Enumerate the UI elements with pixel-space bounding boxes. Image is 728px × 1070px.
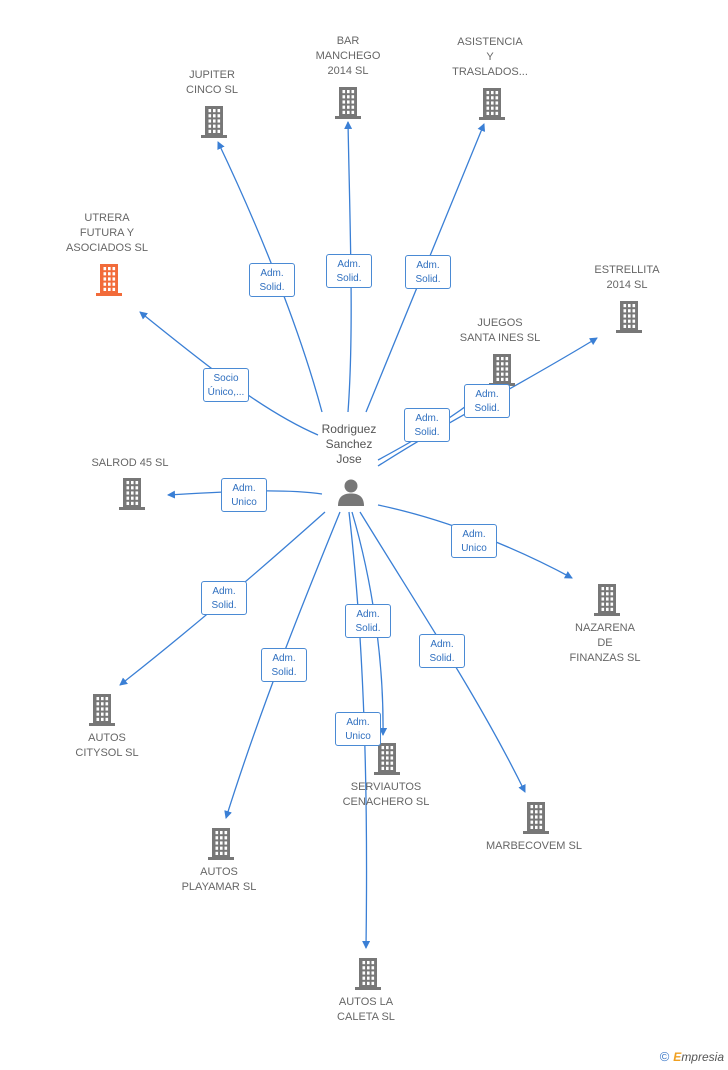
- building-icon[interactable]: [613, 299, 645, 338]
- relation-badge-salrod[interactable]: Adm. Unico: [221, 478, 267, 512]
- company-label[interactable]: AUTOS LA CALETA SL: [337, 996, 395, 1023]
- relation-badge-utrera[interactable]: Socio Único,...: [203, 368, 249, 402]
- building-icon[interactable]: [198, 104, 230, 143]
- relation-badge-serviautos[interactable]: Adm. Solid.: [345, 604, 391, 638]
- person-name[interactable]: Rodriguez Sanchez Jose: [321, 422, 377, 466]
- building-icon[interactable]: [486, 352, 518, 391]
- person-icon[interactable]: [336, 477, 366, 512]
- building-icon[interactable]: [205, 826, 237, 865]
- company-label[interactable]: AUTOS CITYSOL SL: [75, 732, 139, 759]
- company-label[interactable]: BAR MANCHEGO 2014 SL: [315, 35, 381, 77]
- relation-badge-bar[interactable]: Adm. Solid.: [326, 254, 372, 288]
- building-icon[interactable]: [371, 741, 403, 780]
- company-label[interactable]: ESTRELLITA 2014 SL: [594, 264, 660, 291]
- company-label[interactable]: AUTOS PLAYAMAR SL: [181, 866, 257, 893]
- brand-initial: E: [673, 1050, 682, 1064]
- building-icon[interactable]: [352, 956, 384, 995]
- company-label[interactable]: SALROD 45 SL: [91, 457, 169, 469]
- relation-badge-marbecovem[interactable]: Adm. Solid.: [419, 634, 465, 668]
- building-icon[interactable]: [116, 476, 148, 515]
- relation-badge-citysol[interactable]: Adm. Solid.: [201, 581, 247, 615]
- relation-badge-nazarena[interactable]: Adm. Unico: [451, 524, 497, 558]
- company-label[interactable]: MARBECOVEM SL: [486, 840, 582, 852]
- company-label[interactable]: UTRERA FUTURA Y ASOCIADOS SL: [66, 212, 148, 254]
- relation-badge-playamar[interactable]: Adm. Solid.: [261, 648, 307, 682]
- building-icon[interactable]: [476, 86, 508, 125]
- relation-badge-juegos[interactable]: Adm. Solid.: [404, 408, 450, 442]
- company-label[interactable]: JUEGOS SANTA INES SL: [459, 317, 541, 344]
- company-label[interactable]: SERVIAUTOS CENACHERO SL: [342, 781, 430, 808]
- brand-name: mpresia: [681, 1050, 724, 1064]
- building-icon[interactable]: [86, 692, 118, 731]
- company-label[interactable]: ASISTENCIA Y TRASLADOS...: [452, 36, 528, 78]
- empresia-logo[interactable]: ©Empresia: [660, 1049, 724, 1064]
- relation-badge-caleta[interactable]: Adm. Unico: [335, 712, 381, 746]
- building-icon[interactable]: [332, 85, 364, 124]
- relation-badge-estrellita[interactable]: Adm. Solid.: [464, 384, 510, 418]
- relation-badge-jupiter[interactable]: Adm. Solid.: [249, 263, 295, 297]
- company-label[interactable]: JUPITER CINCO SL: [186, 69, 238, 96]
- building-icon[interactable]: [591, 582, 623, 621]
- relation-badge-asistencia[interactable]: Adm. Solid.: [405, 255, 451, 289]
- company-label[interactable]: NAZARENA DE FINANZAS SL: [569, 622, 641, 664]
- copyright-symbol: ©: [659, 1049, 670, 1064]
- building-icon[interactable]: [520, 800, 552, 839]
- building-icon[interactable]: [93, 262, 125, 301]
